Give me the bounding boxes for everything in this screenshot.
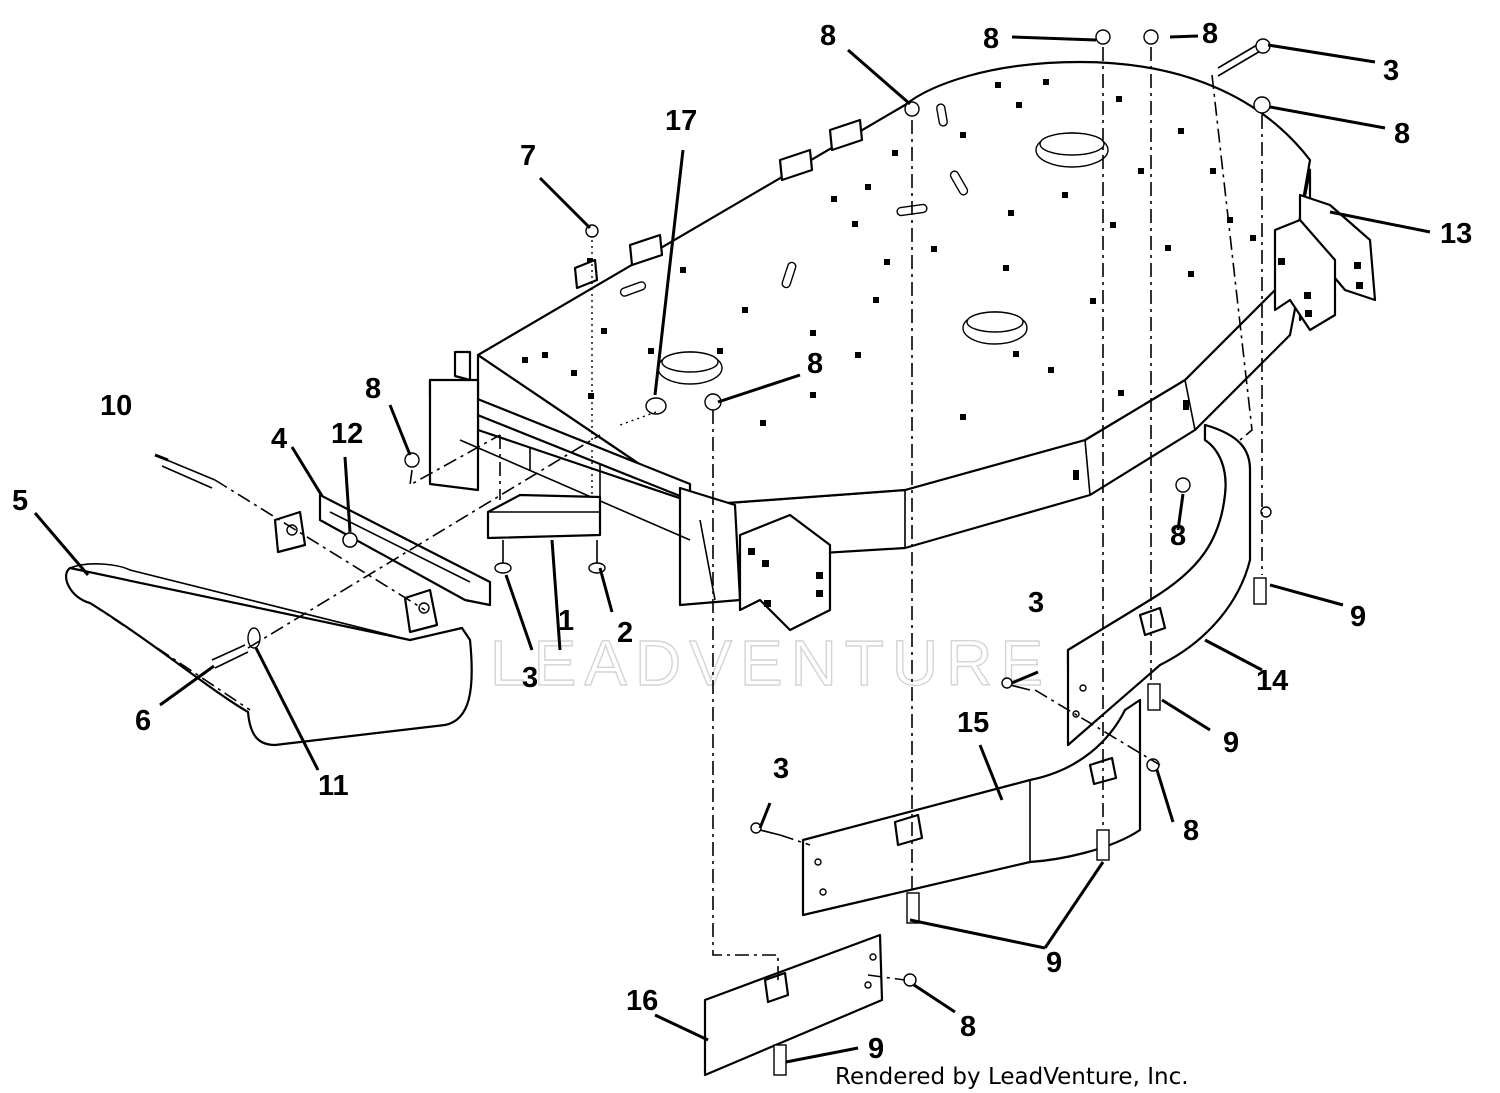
callout-3: 3 <box>1028 587 1044 619</box>
callout-leader-lines <box>33 34 1431 1064</box>
callout-8: 8 <box>820 20 836 52</box>
hardware-fasteners <box>161 29 1272 1076</box>
rear-baffle <box>1066 423 1252 747</box>
chute-mounting-bracket <box>486 493 602 540</box>
mower-deck <box>428 60 1377 632</box>
rendered-by-credit: Rendered by LeadVenture, Inc. <box>835 1064 1189 1090</box>
callout-8: 8 <box>1394 118 1410 150</box>
callout-9: 9 <box>1046 947 1062 979</box>
assembly-center-lines <box>89 47 1263 981</box>
callout-12: 12 <box>331 418 363 450</box>
callout-16: 16 <box>626 985 658 1017</box>
callout-8: 8 <box>960 1011 976 1043</box>
callout-6: 6 <box>135 705 151 737</box>
callout-3: 3 <box>773 753 789 785</box>
callout-10: 10 <box>100 390 132 422</box>
callout-7: 7 <box>520 140 536 172</box>
callout-9: 9 <box>1350 601 1366 633</box>
callout-11: 11 <box>318 770 349 802</box>
callout-17: 17 <box>665 105 697 137</box>
callout-3: 3 <box>522 662 538 694</box>
discharge-chute <box>65 510 473 747</box>
callout-8: 8 <box>983 23 999 55</box>
callout-14: 14 <box>1256 665 1288 697</box>
callout-3: 3 <box>1383 55 1399 87</box>
callout-9: 9 <box>1223 727 1239 759</box>
callout-9: 9 <box>868 1033 884 1065</box>
callout-13: 13 <box>1440 218 1472 250</box>
callout-4: 4 <box>271 423 287 455</box>
callout-8: 8 <box>365 373 381 405</box>
callout-15: 15 <box>957 707 989 739</box>
callout-8: 8 <box>1183 815 1199 847</box>
front-baffle <box>703 933 884 1077</box>
deck-hanger-bracket-front <box>738 513 832 632</box>
callout-8: 8 <box>1202 18 1218 50</box>
callout-8: 8 <box>1170 520 1186 552</box>
deck-hanger-bracket-rear <box>1273 193 1377 332</box>
callout-8: 8 <box>807 348 823 380</box>
deck-mounting-holes <box>522 79 1256 480</box>
callout-2: 2 <box>617 617 633 649</box>
callout-1: 1 <box>558 605 574 637</box>
callout-labels: 1 2 3 3 3 3 4 5 6 7 8 8 8 8 8 8 8 8 8 9 … <box>12 18 1472 1065</box>
watermark-text: LEADVENTURE <box>490 627 1051 699</box>
callout-5: 5 <box>12 485 28 517</box>
